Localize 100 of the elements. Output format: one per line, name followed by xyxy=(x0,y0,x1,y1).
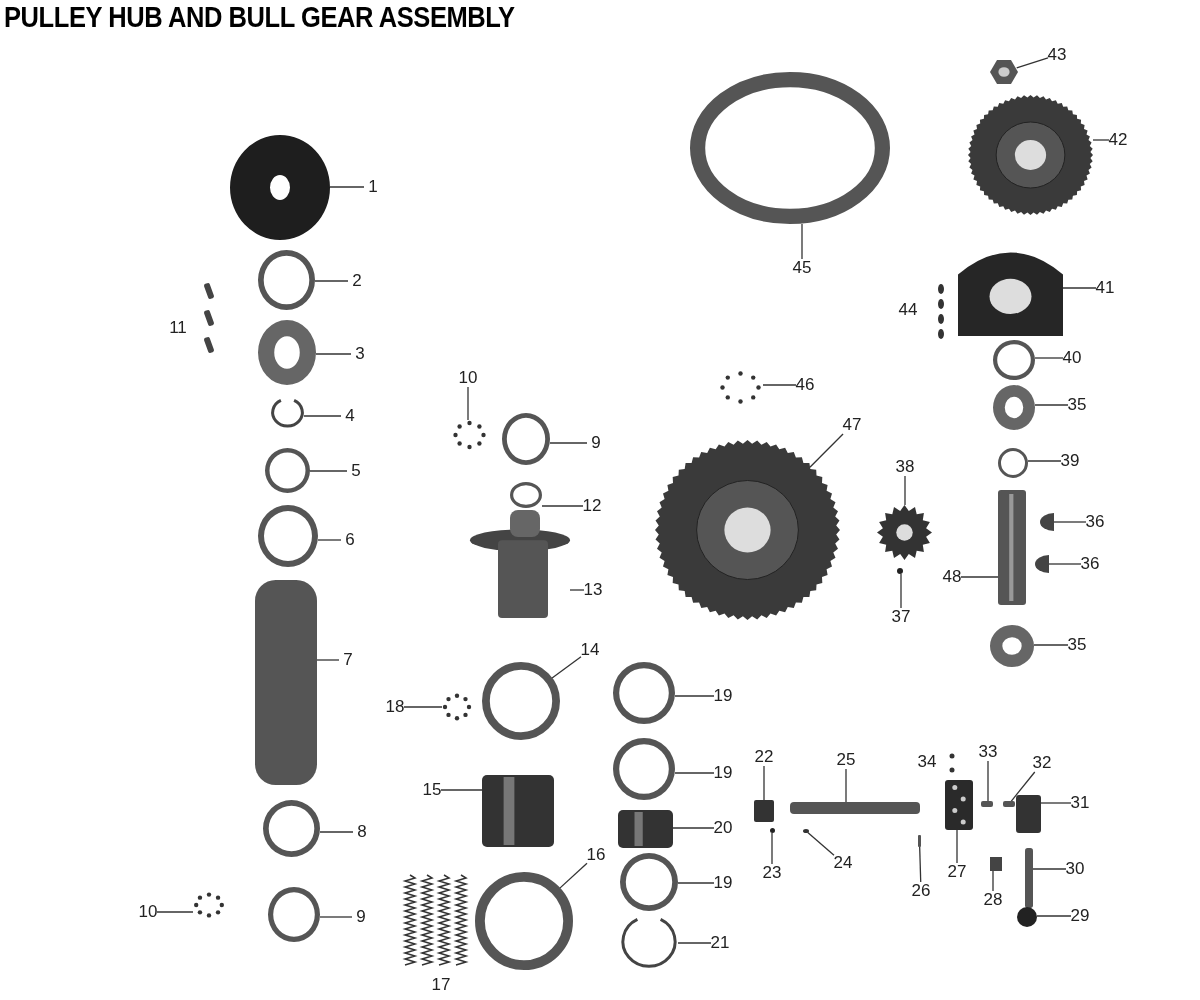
leader-line xyxy=(771,832,773,865)
leader-line xyxy=(677,882,715,884)
ring-drawing-circle xyxy=(475,872,573,970)
ring-drawing xyxy=(993,340,1035,380)
callout-number: 41 xyxy=(1092,278,1118,298)
leader-line xyxy=(992,870,994,892)
nut-drawing xyxy=(990,60,1018,84)
leader-line xyxy=(541,505,584,507)
callout-number: 24 xyxy=(830,853,856,873)
callout-number: 32 xyxy=(1029,753,1055,773)
leader-line xyxy=(558,862,588,890)
leader-line xyxy=(845,768,847,803)
leader-line xyxy=(440,789,483,791)
ring-drawing xyxy=(265,448,310,493)
callout-number: 5 xyxy=(343,461,369,481)
leader-line xyxy=(549,442,588,444)
leader-line xyxy=(956,829,958,864)
leader-line xyxy=(403,706,443,708)
callout-number: 31 xyxy=(1067,793,1093,813)
leader-line xyxy=(677,942,712,944)
pin-drawing xyxy=(990,857,1002,871)
leader-line xyxy=(319,831,354,833)
callout-number: 22 xyxy=(751,747,777,767)
sleeve-drawing xyxy=(482,775,554,847)
callout-number: 14 xyxy=(577,640,603,660)
ball-drawing xyxy=(1017,907,1037,927)
callout-number: 1 xyxy=(360,177,386,197)
leader-line xyxy=(550,656,582,680)
callout-number: 36 xyxy=(1082,512,1108,532)
ring-drawing xyxy=(620,853,678,911)
leader-line xyxy=(1053,521,1087,523)
callout-number: 47 xyxy=(839,415,865,435)
ring-drawing xyxy=(263,800,320,857)
leader-line xyxy=(762,384,797,386)
callout-number: 34 xyxy=(916,752,938,772)
callout-number: 19 xyxy=(710,686,736,706)
leader-line xyxy=(309,470,348,472)
callout-number: 17 xyxy=(430,975,452,995)
leader-line xyxy=(674,772,715,774)
ball-drawing-circle xyxy=(803,829,809,833)
block-drawing xyxy=(1016,795,1041,833)
leader-line xyxy=(904,475,906,506)
leader-line xyxy=(329,186,365,188)
pin-drawing-bar xyxy=(1003,801,1015,807)
callout-number: 30 xyxy=(1062,859,1088,879)
callout-number: 26 xyxy=(908,881,934,901)
disk-drawing xyxy=(230,135,330,240)
shaft-drawing-bar xyxy=(255,580,317,785)
callout-number: 45 xyxy=(789,258,815,278)
callout-number: 4 xyxy=(337,406,363,426)
leader-line xyxy=(809,433,844,468)
ring-drawing xyxy=(998,448,1028,478)
callout-number: 9 xyxy=(583,433,609,453)
ring-drawing-circle xyxy=(482,662,560,740)
ring-drawing xyxy=(613,662,675,724)
plate-drawing xyxy=(945,780,973,830)
ring-drawing xyxy=(502,413,550,465)
callout-number: 10 xyxy=(135,902,161,922)
leader-line xyxy=(919,846,922,883)
ring-drawing xyxy=(268,887,320,942)
callout-number: 33 xyxy=(975,742,1001,762)
pinion-drawing xyxy=(877,505,932,560)
gear-drawing xyxy=(655,440,840,620)
bearing-drawing xyxy=(258,320,316,385)
leader-line xyxy=(1048,563,1082,565)
leader-line xyxy=(315,353,352,355)
ball-set-drawing xyxy=(442,693,472,721)
callout-number: 38 xyxy=(892,457,918,477)
callout-number: 20 xyxy=(710,818,736,838)
leader-line xyxy=(569,589,585,591)
callout-number: 28 xyxy=(980,890,1006,910)
leader-line xyxy=(156,911,194,913)
leader-line xyxy=(1040,802,1072,804)
ball-drawing xyxy=(897,568,903,574)
pin-drawing-bar xyxy=(918,835,921,847)
leader-line xyxy=(807,831,835,856)
callout-number: 2 xyxy=(344,271,370,291)
leader-line xyxy=(1032,868,1067,870)
callout-number: 21 xyxy=(707,933,733,953)
leader-line xyxy=(1036,915,1072,917)
leader-line xyxy=(1034,357,1064,359)
callout-number: 46 xyxy=(792,375,818,395)
ring-drawing xyxy=(510,482,542,508)
callout-number: 10 xyxy=(455,368,481,388)
callout-number: 25 xyxy=(833,750,859,770)
callout-number: 8 xyxy=(349,822,375,842)
leader-line xyxy=(1016,57,1049,69)
belt-drawing-circle xyxy=(690,72,890,224)
callout-number: 3 xyxy=(347,344,373,364)
callout-number: 7 xyxy=(335,650,361,670)
callout-number: 19 xyxy=(710,763,736,783)
ball-drawing xyxy=(770,828,775,833)
leader-line xyxy=(987,760,989,802)
callout-number: 35 xyxy=(1064,635,1090,655)
callout-number: 13 xyxy=(580,580,606,600)
callout-number: 36 xyxy=(1077,554,1103,574)
leader-line xyxy=(672,827,715,829)
callout-number: 23 xyxy=(759,863,785,883)
key-drawing xyxy=(1040,513,1054,531)
leader-line xyxy=(316,659,340,661)
